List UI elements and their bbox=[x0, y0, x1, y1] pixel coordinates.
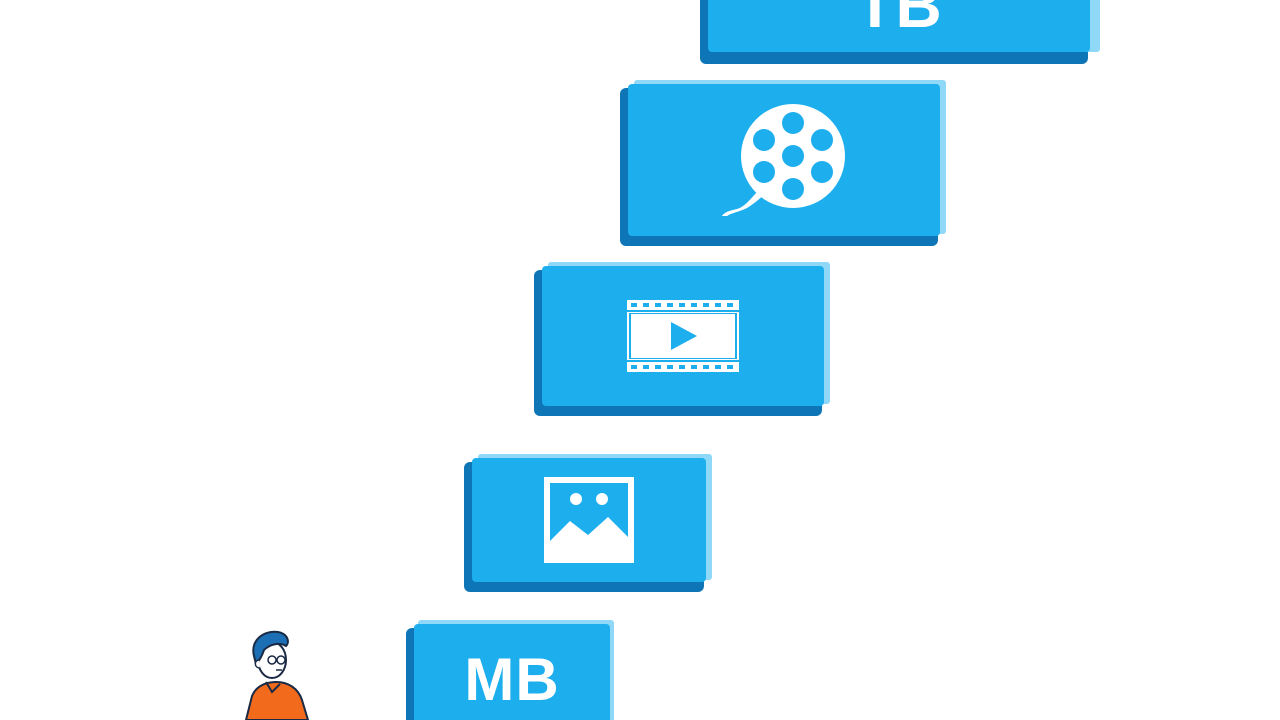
image-icon bbox=[544, 477, 634, 563]
video-play-icon bbox=[627, 300, 739, 372]
person-illustration bbox=[236, 626, 316, 720]
step-mb: MB bbox=[406, 620, 614, 720]
step-tb-label: TB bbox=[855, 0, 943, 41]
film-reel-icon bbox=[719, 104, 849, 216]
step-film-reel bbox=[620, 80, 946, 248]
step-image bbox=[464, 454, 712, 594]
step-video bbox=[534, 262, 830, 418]
step-mb-label: MB bbox=[464, 646, 560, 713]
step-tb: TB bbox=[700, 0, 1100, 66]
